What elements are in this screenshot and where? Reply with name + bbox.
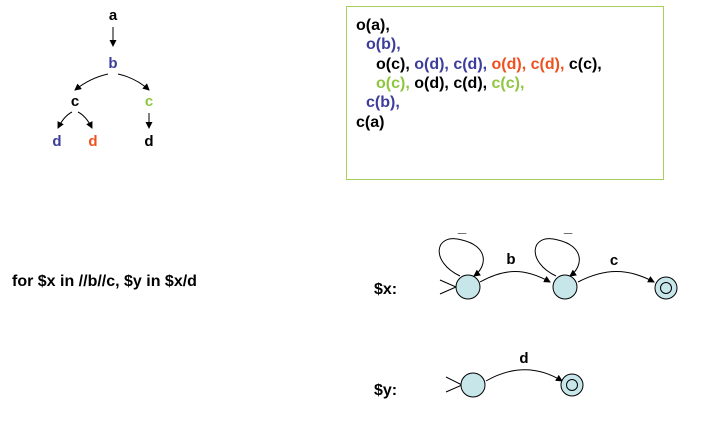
x-state-accept	[654, 276, 678, 300]
event-line-6: c(a)	[356, 113, 384, 132]
event-segment: o(c),	[376, 75, 415, 92]
tree-edge-c-d-2	[77, 111, 93, 129]
x-start-arrow	[439, 279, 458, 295]
event-segment: c(c),	[568, 56, 602, 73]
event-segment: o(a),	[356, 17, 390, 34]
tree-node-d-2: d	[88, 133, 97, 150]
event-segment: o(b),	[366, 36, 401, 53]
x-self-loop-2	[534, 238, 580, 277]
x-state-1	[455, 274, 481, 300]
event-line-5: c(b),	[366, 93, 400, 112]
y-edge-d	[485, 369, 563, 382]
y-state-accept-inner	[566, 379, 578, 391]
event-segment: c(b),	[366, 94, 400, 111]
query-text: for $x in //b//c, $y in $x/d	[12, 273, 197, 290]
y-start-arrow	[445, 376, 464, 393]
tree-node-a: a	[109, 7, 118, 24]
tree-edge-c-d-1	[57, 111, 73, 129]
event-segment: c(c),	[491, 75, 525, 92]
x-self-loop-1-label: _	[457, 219, 467, 236]
tree-edge-b-c-right	[117, 73, 150, 91]
x-edge-c-label: c	[610, 252, 618, 269]
x-state-accept-inner	[660, 282, 672, 294]
tree-node-d-1: d	[52, 133, 61, 150]
event-segment: o(d), c(d),	[414, 56, 492, 73]
tree-node-c-left: c	[71, 93, 79, 110]
x-edge-b-label: b	[506, 251, 515, 268]
event-segment: o(c),	[376, 56, 415, 73]
tree-edge-b-c-left	[74, 73, 109, 91]
y-edge-d-label: d	[519, 350, 528, 367]
x-self-loop-1	[438, 238, 484, 277]
y-state-1	[460, 372, 486, 398]
x-self-loop-2-label: _	[563, 219, 573, 236]
event-segment: o(d), c(d),	[491, 56, 569, 73]
event-line-2: o(b),	[366, 35, 401, 54]
x-edge-b	[479, 271, 551, 283]
x-state-2	[552, 274, 578, 300]
x-edge-c	[577, 271, 655, 283]
event-line-4: o(c), o(d), c(d), c(c),	[376, 74, 524, 93]
y-automaton-label: $y:	[374, 382, 398, 399]
tree-node-c-right: c	[145, 93, 153, 110]
event-stream-box: o(a), o(b), o(c), o(d), c(d), o(d), c(d)…	[346, 6, 664, 180]
tree-node-d-3: d	[144, 133, 153, 150]
event-segment: c(a)	[356, 114, 385, 131]
event-line-1: o(a),	[356, 16, 390, 35]
event-line-3: o(c), o(d), c(d), o(d), c(d), c(c),	[376, 55, 602, 74]
x-automaton-label: $x:	[374, 281, 398, 298]
event-segment: o(d), c(d),	[414, 75, 492, 92]
tree-node-b: b	[108, 55, 117, 72]
y-state-accept	[560, 373, 584, 397]
